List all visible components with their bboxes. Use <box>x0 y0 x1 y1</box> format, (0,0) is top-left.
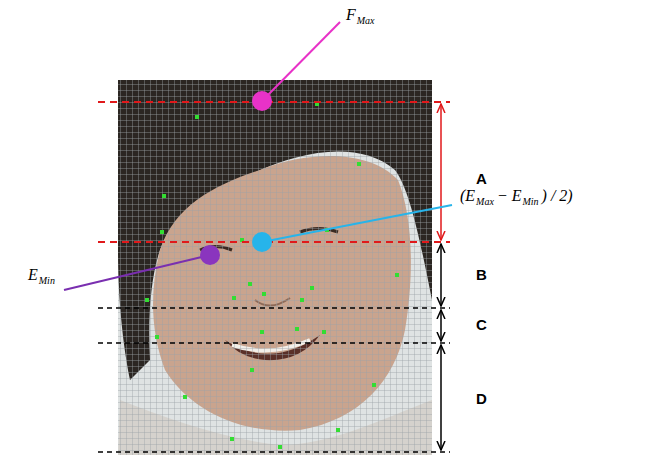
symbol-text: F <box>346 6 356 23</box>
subscript: Min <box>39 275 55 286</box>
region-letter: B <box>476 266 487 284</box>
region-letter: D <box>476 390 487 407</box>
region-letter: A <box>476 170 487 188</box>
region-letter: B <box>476 266 487 283</box>
subscript: Max <box>357 15 375 26</box>
symbol-text: E <box>28 266 38 283</box>
symbol-text: ) / 2) <box>542 187 573 204</box>
emin-label: EMin <box>28 266 55 286</box>
region-letter: D <box>476 390 487 408</box>
fmax-label: FMax <box>346 6 375 26</box>
symbol-text: (E <box>460 187 475 204</box>
region-letter: A <box>476 170 487 187</box>
region-letter: C <box>476 316 487 334</box>
region-letter: C <box>476 316 487 333</box>
midpoint-formula: (EMax− EMin ) / 2) <box>460 187 573 207</box>
subscript: Min <box>522 196 538 207</box>
subscript: Max <box>476 196 494 207</box>
symbol-text: − E <box>497 187 522 204</box>
